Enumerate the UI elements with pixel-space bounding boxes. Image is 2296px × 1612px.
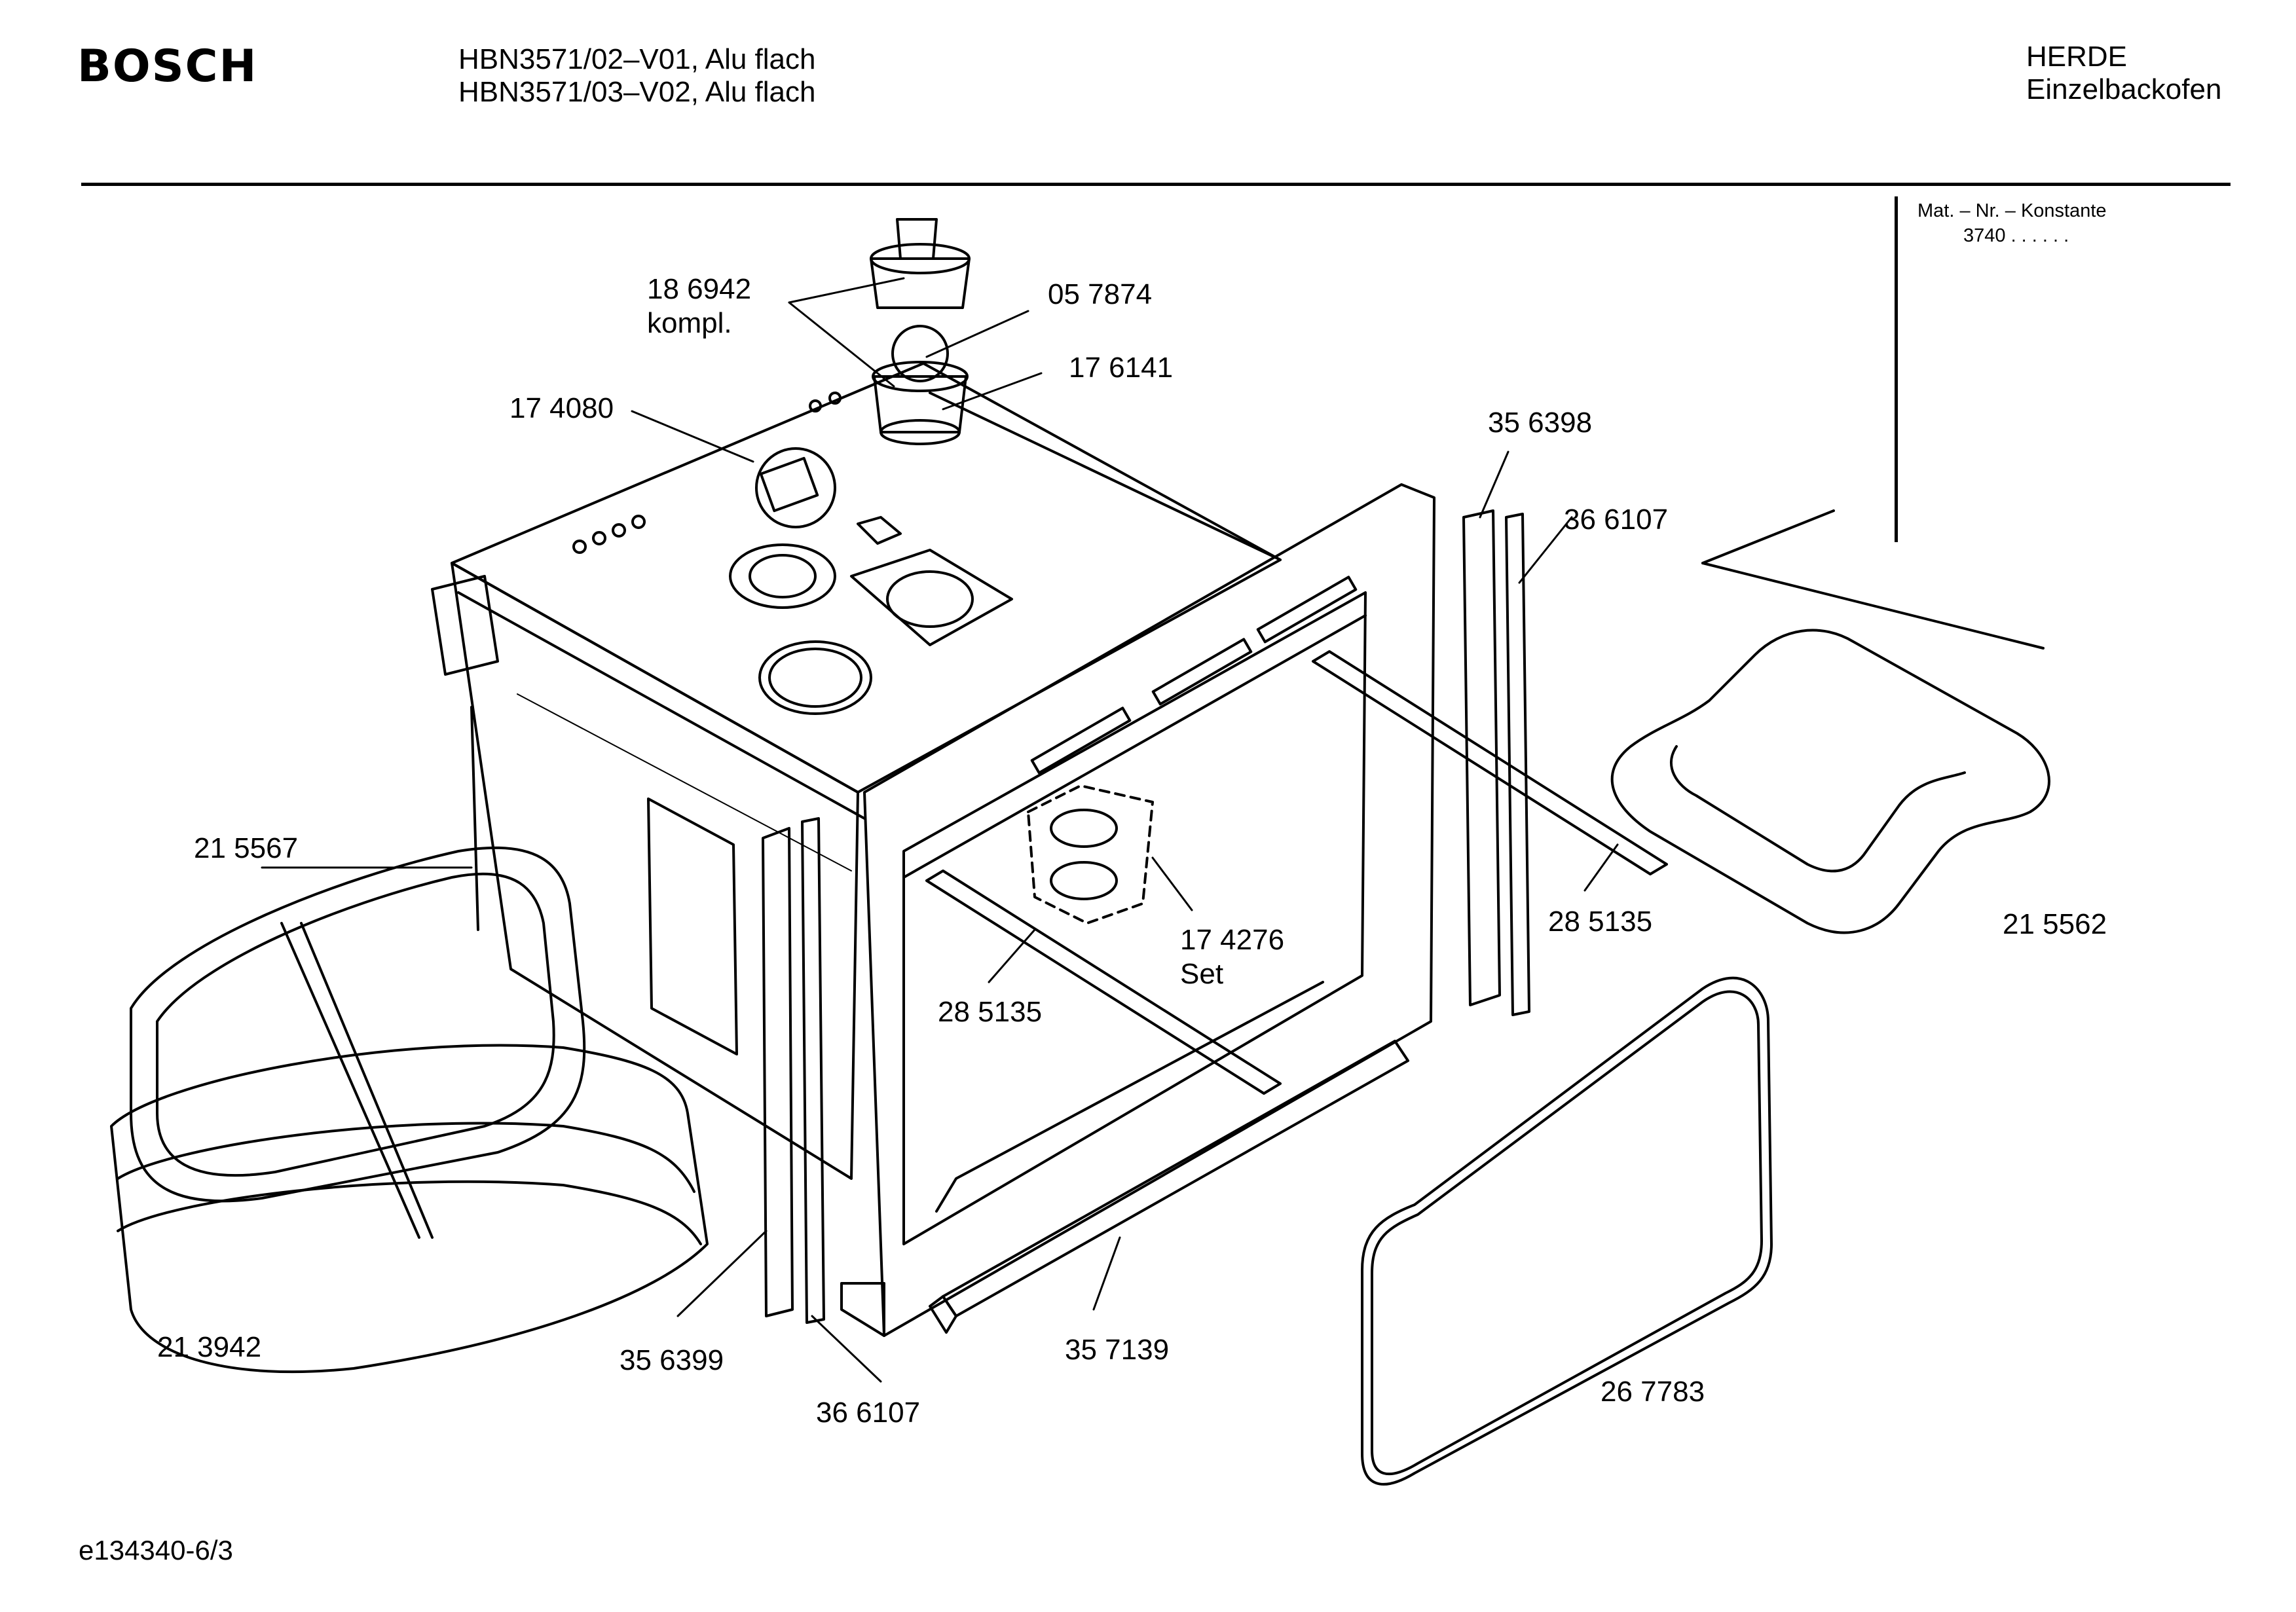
lamp-housing [1027,784,1154,925]
top-square-plate [850,549,1013,646]
part-number-186942: 18 6942 [647,273,752,305]
door-seal [1361,976,1773,1486]
header-divider [81,183,2231,186]
part-number-176141: 17 6141 [1069,352,1174,384]
top-hole-1 [758,640,872,715]
part-note-186942: kompl. [647,307,732,339]
part-label-366107-top: 36 6107 [1564,503,1668,537]
top-heater [1610,629,2050,934]
side-rail-right [1462,509,1501,1006]
part-label-213942: 21 3942 [157,1330,261,1365]
part-number-356399: 35 6399 [620,1344,724,1376]
category-line-1: HERDE [2026,41,2128,73]
part-label-267783: 26 7783 [1601,1375,1705,1409]
part-number-174276: 17 4276 [1180,924,1285,956]
part-number-174080: 17 4080 [509,392,614,424]
part-number-267783: 26 7783 [1601,1376,1705,1408]
part-number-366107-bottom: 36 6107 [816,1397,921,1429]
part-number-366107-top: 36 6107 [1564,504,1669,536]
constant-value: 3740 . . . . . . [1963,225,2069,246]
part-number-356398: 35 6398 [1488,407,1593,439]
runner-left [925,870,1282,1095]
part-label-285135-right: 28 5135 [1548,905,1652,939]
side-rail-left [762,827,794,1317]
front-frame [863,483,1435,1337]
drawing-id: e134340-6/3 [79,1535,233,1566]
constant-label: Mat. – Nr. – Konstante [1917,200,2107,221]
part-label-215562: 21 5562 [2003,907,2107,942]
brand-logo: BOSCH [77,41,258,92]
part-number-285135-right: 28 5135 [1548,906,1653,938]
part-label-366107-bottom: 36 6107 [816,1396,920,1430]
part-label-176141: 17 6141 [1069,351,1173,385]
category-line-2: Einzelbackofen [2026,73,2222,105]
model-line-1: HBN3571/02–V01, Alu flach [458,43,816,75]
part-note-174276: Set [1180,958,1224,990]
part-label-057874: 05 7874 [1048,278,1152,312]
part-label-215567: 21 5567 [194,832,298,866]
grill-ring [130,846,586,1203]
oven-top-face [451,362,1282,794]
part-label-357139: 35 7139 [1065,1333,1169,1367]
knob-ball [891,325,949,382]
part-number-285135-left: 28 5135 [938,996,1043,1028]
part-number-215562: 21 5562 [2003,908,2107,940]
part-label-356398: 35 6398 [1488,406,1592,440]
part-number-215567: 21 5567 [194,832,299,864]
part-label-174276: 17 4276 Set [1180,923,1284,991]
part-label-285135-left: 28 5135 [938,995,1042,1029]
runner-right [1312,650,1668,875]
constant-box-divider [1895,196,1898,542]
knob-upper [870,257,971,309]
oven-side-face [451,562,859,1180]
insulation-mat [110,1044,709,1374]
part-label-174080: 17 4080 [509,392,614,426]
part-number-357139: 35 7139 [1065,1334,1170,1366]
part-number-057874: 05 7874 [1048,278,1153,310]
part-label-186942: 18 6942 kompl. [647,272,751,340]
part-number-213942: 21 3942 [157,1331,262,1363]
front-strip [942,1040,1409,1317]
model-line-2: HBN3571/03–V02, Alu flach [458,76,816,108]
top-hole-2 [729,543,836,609]
part-label-356399: 35 6399 [620,1344,724,1378]
